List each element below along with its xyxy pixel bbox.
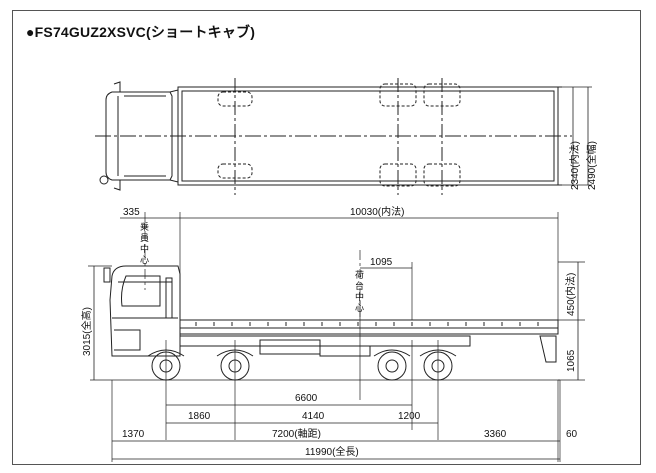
dim-axle-1-2: 1860 [188,411,211,422]
occupant-center-char-2: 員 [140,233,149,244]
occupant-center-char-3: 中 [140,243,149,255]
dim-cab-to-body: 335 [123,207,140,218]
dim-floor-height: 1065 [566,349,577,372]
dim-rear-extension: 60 [566,429,578,440]
dim-cargo-center-offset: 1095 [370,257,393,268]
dim-axle-3-4: 1200 [398,411,421,422]
side-view [88,212,585,462]
dim-front-overhang: 1370 [122,429,145,440]
dim-front-to-rear-center: 6600 [295,393,318,404]
cargo-center-char-3: 中 [355,291,364,303]
dim-width-inner: 2340(内法) [568,141,581,190]
cargo-center-char-2: 台 [355,280,364,292]
dim-body-length-inner: 10030(内法) [350,205,404,218]
dim-axle-2-3: 4140 [302,411,325,422]
dim-rear-overhang: 3360 [484,429,507,440]
dim-overall-length: 11990(全長) [305,445,359,458]
cargo-center-char-1: 荷 [355,270,364,281]
dim-body-height-inner: 450(内法) [564,273,577,316]
occupant-center-char-1: 乗 [140,221,149,233]
dim-width-overall: 2490(全幅) [585,141,598,190]
drawing-title: ●FS74GUZ2XSVC(ショートキャブ) [26,24,256,40]
dim-wheelbase: 7200(軸距) [272,427,321,440]
occupant-center-char-4: 心 [140,255,149,266]
dim-overall-height: 3015(全高) [80,307,93,356]
drawing-frame [12,10,641,465]
top-view [95,78,592,195]
cargo-center-char-4: 心 [355,303,364,314]
